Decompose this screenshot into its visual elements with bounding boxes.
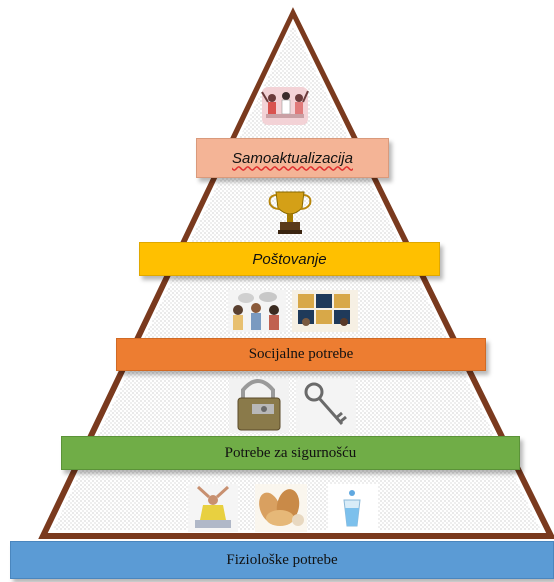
padlock-icon [229, 378, 289, 433]
level-self-actualization-label: Samoaktualizacija [232, 149, 353, 167]
level-esteem-label: Poštovanje [252, 250, 327, 268]
level-physiological: Fiziološke potrebe [10, 541, 554, 579]
bread-icon [255, 484, 307, 532]
level-esteem: Poštovanje [139, 242, 440, 276]
level-safety: Potrebe za sigurnošću [61, 436, 520, 470]
celebrating-people-icon [261, 87, 309, 125]
stretching-person-icon [188, 484, 238, 532]
key-icon [296, 378, 356, 433]
group-conversation-icon [228, 290, 286, 332]
level-safety-label: Potrebe za sigurnošću [224, 444, 357, 461]
level-self-actualization: Samoaktualizacija [196, 138, 389, 178]
puzzle-teamwork-icon [292, 290, 358, 332]
level-social: Socijalne potrebe [116, 338, 486, 371]
level-social-label: Socijalne potrebe [248, 346, 354, 362]
water-glass-icon [328, 484, 378, 532]
level-physiological-label: Fiziološke potrebe [226, 551, 338, 568]
trophy-icon [268, 191, 312, 234]
